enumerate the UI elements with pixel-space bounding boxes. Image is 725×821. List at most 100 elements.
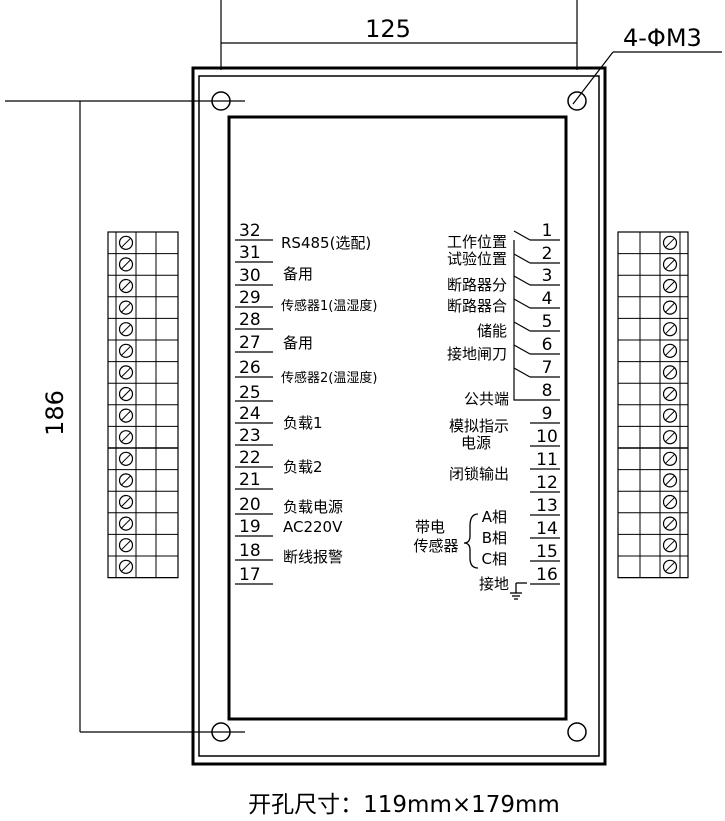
terminal-screw-icon bbox=[118, 408, 134, 423]
left-terminal-label: 负载2 bbox=[283, 458, 323, 476]
right-terminal-label: 储能 bbox=[477, 322, 507, 340]
switch-contact-mark bbox=[513, 367, 531, 378]
holes-callout: 4-ΦM3 bbox=[623, 24, 702, 52]
ground-symbol bbox=[510, 582, 527, 600]
left-terminal-num: 24 bbox=[239, 404, 261, 424]
terminal-screw-icon bbox=[662, 365, 678, 380]
terminal-screw-icon bbox=[662, 235, 678, 250]
terminal-screw-icon bbox=[662, 257, 678, 272]
right-terminal-num: 1 bbox=[542, 221, 553, 241]
terminal-screw-icon bbox=[118, 322, 134, 337]
terminal-screw-icon bbox=[662, 559, 678, 574]
right-terminal-label: 接地 bbox=[479, 575, 509, 593]
terminal-screw-slot bbox=[665, 561, 675, 572]
left-terminal-label: 负载1 bbox=[283, 414, 323, 432]
right-terminal-label: 接地闸刀 bbox=[447, 345, 507, 363]
right-terminal-label: 断路器合 bbox=[447, 297, 507, 315]
left-terminal-block bbox=[107, 231, 179, 579]
panel-frame bbox=[191, 66, 607, 766]
left-terminal-num: 23 bbox=[239, 426, 261, 446]
terminal-screw-slot bbox=[121, 324, 131, 335]
terminal-screw-slot bbox=[665, 540, 675, 551]
width-dimension: 125 bbox=[365, 15, 411, 43]
switch-contact-mark bbox=[513, 230, 531, 241]
terminal-screw-slot bbox=[665, 345, 675, 356]
terminal-screw-slot bbox=[665, 367, 675, 378]
terminal-screw-slot bbox=[121, 281, 131, 291]
right-terminal-num: 14 bbox=[536, 519, 558, 539]
right-terminal-num: 7 bbox=[542, 358, 553, 378]
terminal-screw-slot bbox=[121, 410, 131, 421]
terminal-screw-slot bbox=[665, 453, 675, 464]
terminal-screw-slot bbox=[121, 497, 131, 507]
left-terminal-num: 22 bbox=[239, 448, 261, 468]
right-terminal-label: 工作位置 bbox=[447, 233, 507, 251]
terminal-screw-icon bbox=[662, 430, 678, 445]
terminal-screw-icon bbox=[662, 300, 678, 315]
left-terminal-label: 传感器2(温湿度) bbox=[281, 370, 377, 386]
terminal-screw-slot bbox=[121, 259, 131, 270]
left-terminal-num: 26 bbox=[239, 358, 261, 378]
height-dimension: 186 bbox=[41, 390, 69, 436]
right-terminal-label: 公共端 bbox=[464, 390, 509, 408]
terminal-screw-icon bbox=[662, 451, 678, 466]
left-terminal-label: 传感器1(温湿度) bbox=[281, 298, 377, 314]
right-terminal-num: 16 bbox=[536, 565, 558, 585]
left-terminal-num: 21 bbox=[239, 470, 261, 490]
sensor-group-label: 传感器 bbox=[413, 537, 458, 555]
terminal-screw-slot bbox=[665, 410, 675, 421]
switch-contact-mark bbox=[513, 253, 531, 264]
terminal-screw-slot bbox=[665, 259, 675, 270]
terminal-screw-icon bbox=[118, 386, 134, 402]
terminal-screw-slot bbox=[121, 302, 131, 313]
terminal-screw-slot bbox=[121, 367, 131, 378]
right-terminal-label: 电源 bbox=[461, 434, 491, 452]
terminal-screw-slot bbox=[121, 518, 131, 529]
common-bus-line bbox=[513, 240, 530, 401]
right-terminal-num: 3 bbox=[542, 266, 553, 286]
left-terminal-num: 28 bbox=[239, 310, 261, 330]
right-terminal-lines bbox=[513, 230, 560, 585]
mounting-hole-top-left bbox=[211, 91, 231, 111]
terminal-screw-icon bbox=[662, 516, 678, 531]
terminal-screw-icon bbox=[118, 538, 134, 553]
terminal-screw-slot bbox=[121, 432, 131, 443]
switch-contact-mark bbox=[513, 275, 531, 286]
left-terminal-label: 负载电源 bbox=[283, 498, 343, 516]
sensor-group-brace bbox=[463, 513, 479, 569]
left-terminal-label: 备用 bbox=[283, 334, 313, 352]
right-terminal-label: 闭锁输出 bbox=[449, 465, 509, 483]
right-terminal-num: 5 bbox=[542, 312, 553, 332]
terminal-screw-icon bbox=[118, 235, 134, 250]
terminal-screw-slot bbox=[665, 497, 675, 507]
right-terminal-label: 试验位置 bbox=[447, 250, 507, 268]
terminal-screw-icon bbox=[118, 365, 134, 380]
terminal-screw-icon bbox=[662, 343, 678, 358]
left-terminal-num: 32 bbox=[239, 221, 261, 241]
right-terminal-label: B相 bbox=[482, 529, 507, 547]
left-terminal-num: 20 bbox=[239, 495, 261, 515]
terminal-screw-icon bbox=[118, 559, 134, 574]
switch-contact-mark bbox=[513, 298, 531, 309]
terminal-screw-slot bbox=[121, 561, 131, 572]
terminal-screw-slot bbox=[121, 345, 131, 356]
mounting-hole-top-right bbox=[567, 91, 587, 111]
right-terminal-num: 9 bbox=[542, 404, 553, 424]
right-terminal-num: 11 bbox=[536, 450, 558, 470]
mounting-holes bbox=[211, 91, 587, 742]
right-terminal-label: 模拟指示 bbox=[449, 417, 509, 435]
right-terminal-label: A相 bbox=[482, 508, 507, 526]
left-terminal-label: 断线报警 bbox=[283, 548, 343, 566]
right-terminal-num: 15 bbox=[536, 542, 558, 562]
terminal-screw-icon bbox=[118, 494, 134, 510]
mounting-hole-bottom-right bbox=[567, 722, 587, 742]
terminal-screw-icon bbox=[118, 473, 134, 488]
terminal-screw-icon bbox=[662, 538, 678, 553]
terminal-screw-icon bbox=[118, 343, 134, 358]
terminal-screw-slot bbox=[665, 302, 675, 313]
terminal-screw-icon bbox=[118, 430, 134, 445]
left-terminal-num: 29 bbox=[239, 288, 261, 308]
terminal-screw-icon bbox=[662, 473, 678, 488]
right-terminal-num: 13 bbox=[536, 496, 558, 516]
dimension-lines bbox=[5, 0, 722, 733]
